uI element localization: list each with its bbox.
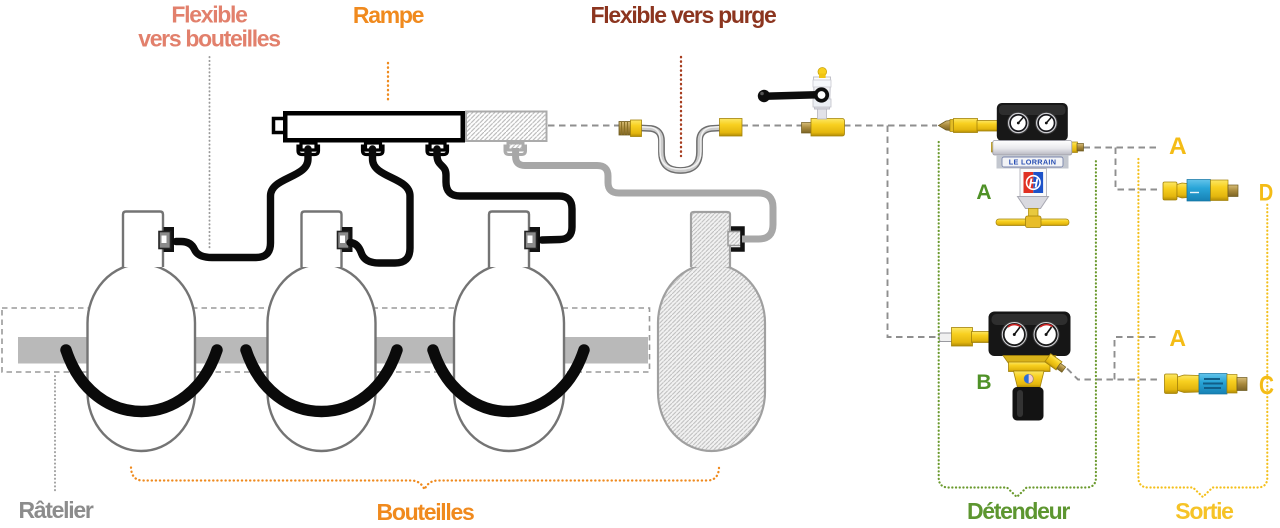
svg-text:H: H — [1029, 175, 1039, 190]
svg-text:Sortie: Sortie — [1175, 498, 1233, 523]
svg-text:Flexible: Flexible — [171, 2, 247, 28]
svg-text:A: A — [1169, 325, 1186, 351]
svg-text:B: B — [976, 371, 991, 394]
svg-text:A: A — [976, 181, 991, 204]
svg-text:LE LORRAIN: LE LORRAIN — [1009, 158, 1057, 167]
svg-text:Rampe: Rampe — [353, 2, 424, 28]
svg-text:D: D — [1259, 180, 1274, 207]
svg-text:C: C — [1259, 370, 1274, 400]
svg-text:vers bouteilles: vers bouteilles — [138, 26, 280, 52]
svg-text:Détendeur: Détendeur — [967, 498, 1070, 523]
svg-text:Flexible vers purge: Flexible vers purge — [591, 2, 776, 28]
svg-text:Râtelier: Râtelier — [19, 497, 94, 523]
svg-text:Bouteilles: Bouteilles — [377, 499, 474, 523]
svg-text:A: A — [1169, 133, 1187, 160]
